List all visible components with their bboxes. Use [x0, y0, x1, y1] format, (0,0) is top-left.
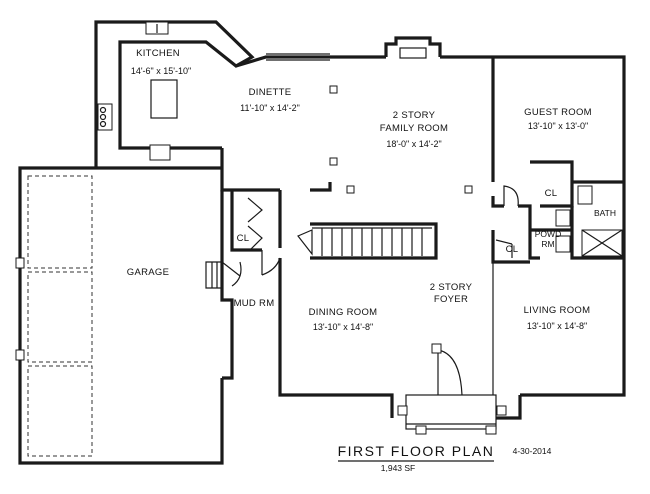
- burner: [99, 113, 107, 121]
- front-door-sidelight: [431, 343, 442, 354]
- garage-door-2: [27, 271, 93, 363]
- garage-pier: [15, 349, 25, 361]
- guest-closet: [530, 160, 574, 208]
- porch-post: [397, 405, 408, 416]
- family-room-label-1: 2 STORY: [393, 110, 436, 121]
- family-room-label-2: FAMILY ROOM: [380, 123, 448, 134]
- mud-room-label: MUD RM: [234, 298, 275, 309]
- shower-x: [581, 229, 623, 257]
- garage-pier: [15, 257, 25, 269]
- kitchen-walls: [94, 20, 255, 168]
- garage-door-3: [27, 365, 93, 457]
- closet-bifold: [247, 197, 263, 251]
- bath-label: BATH: [594, 208, 616, 218]
- half-wall: [310, 182, 332, 192]
- guest-door-swing: [503, 185, 519, 207]
- powder-label-1: POWD: [535, 229, 561, 239]
- dinette-size: 11'-10" x 14'-2": [240, 103, 300, 113]
- dinette-label: DINETTE: [249, 87, 292, 98]
- kitchen-size: 14'-6" x 15'-10": [131, 66, 191, 76]
- rear-wall-right: [440, 55, 626, 397]
- stair-landing: [297, 229, 313, 256]
- front-wall-right: [496, 395, 522, 420]
- garage-door-1: [27, 175, 93, 269]
- step-block: [415, 425, 427, 435]
- kitchen-label: KITCHEN: [136, 48, 180, 59]
- powder-sink: [555, 209, 571, 227]
- living-room-label: LIVING ROOM: [524, 305, 591, 316]
- column: [346, 185, 355, 194]
- garage-walls: [18, 166, 224, 465]
- plan-date: 4-30-2014: [513, 446, 552, 456]
- foyer-label-2: FOYER: [434, 294, 468, 305]
- stair-wall: [310, 222, 438, 260]
- toilet: [577, 185, 593, 205]
- rear-wall-left: [235, 55, 386, 68]
- dining-room-label: DINING ROOM: [309, 307, 378, 318]
- fireplace: [384, 36, 442, 57]
- mud-closet-label: CL: [237, 233, 250, 244]
- stair-treads: [312, 227, 432, 256]
- plan-title: FIRST FLOOR PLAN: [338, 443, 495, 459]
- family-room-size: 18'-0" x 14'-2": [386, 139, 441, 149]
- step-block: [485, 425, 497, 435]
- guest-room-walls: [491, 57, 540, 260]
- column: [329, 157, 338, 166]
- range-hood: [149, 144, 171, 161]
- column: [464, 185, 473, 194]
- burner: [99, 106, 107, 114]
- hall-closet-door: [495, 239, 513, 258]
- dining-room-size: 13'-10" x 14'-8": [313, 322, 373, 332]
- mud-door-swing: [261, 250, 281, 276]
- garage-door-swing: [221, 261, 242, 287]
- foyer-label-1: 2 STORY: [430, 282, 473, 293]
- front-wall-left: [278, 258, 394, 418]
- guest-closet-label: CL: [545, 188, 558, 199]
- kitchen-island: [150, 79, 178, 119]
- front-door-swing: [437, 349, 463, 396]
- garage-label: GARAGE: [127, 267, 169, 278]
- hall-closet-label: CL: [506, 244, 519, 255]
- living-room-size: 13'-10" x 14'-8": [527, 321, 587, 331]
- column: [329, 85, 338, 94]
- powder-label-2: RM: [541, 239, 554, 249]
- bath-walls: [570, 180, 624, 260]
- porch-post: [496, 405, 507, 416]
- hearth: [399, 47, 427, 59]
- garage-steps: [205, 261, 223, 289]
- plan-area: 1,943 SF: [381, 463, 416, 473]
- guest-room-label: GUEST ROOM: [524, 107, 592, 118]
- burner: [99, 120, 107, 128]
- guest-room-size: 13'-10" x 13'-0": [528, 121, 588, 131]
- mud-closet: [230, 190, 262, 252]
- powder-toilet: [555, 235, 571, 253]
